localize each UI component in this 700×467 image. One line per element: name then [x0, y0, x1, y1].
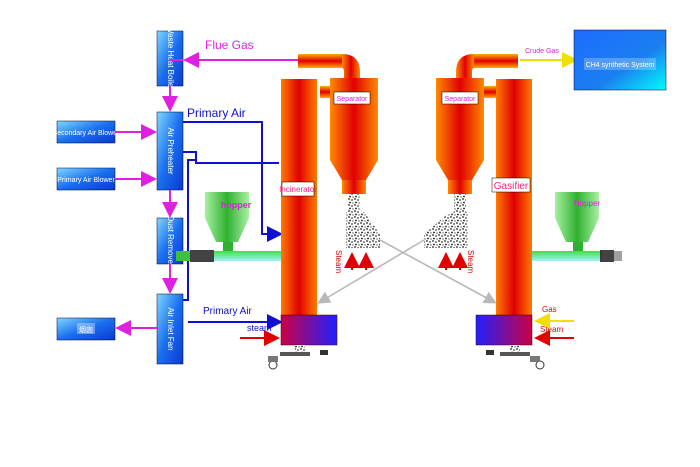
steam-left-vertical-label: Steam — [334, 250, 343, 273]
steam-right-vertical-label: Steam — [466, 250, 475, 273]
air-inlet-fan-label: Air Inlet Fan — [166, 307, 175, 350]
air-preheater-label: Air Preheater — [166, 127, 175, 174]
hopper-right-label: Hopper — [574, 199, 601, 208]
primary-air-top-label: Primary Air — [187, 106, 246, 120]
gasifier-reactor[interactable]: Gasifier — [475, 79, 533, 346]
steam-arrows-right — [438, 252, 574, 346]
air-preheater[interactable]: Air Preheater — [156, 111, 184, 191]
ch4-synthetic-system[interactable]: CH4 synthetic System — [573, 29, 667, 91]
left-granule-column — [346, 194, 380, 248]
primary-air-bottom-label: Primary Air — [203, 306, 253, 317]
secondary-air-blower-label: Secondary Air Blower — [53, 130, 121, 137]
crude-gas-label: Crude Gas — [525, 48, 559, 55]
air-inlet-fan[interactable]: Air Inlet Fan — [156, 293, 184, 365]
right-granule-column — [424, 194, 468, 248]
secondary-air-blower[interactable]: Secondary Air Blower — [53, 120, 121, 144]
blue-air-lines — [183, 121, 283, 330]
left-screw-feeder — [176, 250, 281, 262]
left-separator[interactable]: Separator — [320, 78, 378, 194]
primary-air-blower-label: Primary Air Blower — [57, 177, 115, 184]
gas-label: Gas — [542, 305, 557, 314]
right-separator[interactable]: Separator — [436, 78, 496, 194]
stack[interactable]: 烟囱 — [56, 317, 116, 341]
cross-circulation-lines — [317, 239, 497, 304]
waste-heat-boiler[interactable]: Waste Heat Boiler — [156, 26, 184, 91]
gasifier-label: Gasifier — [494, 181, 529, 192]
incinerator-ash-discharge — [268, 345, 328, 370]
flue-gas-label: Flue Gas — [205, 38, 254, 52]
incinerator-top-pipe — [298, 54, 360, 78]
hopper-left-label: hopper — [221, 200, 252, 210]
right-screw-feeder — [532, 250, 622, 262]
dust-remover-label: Dust Remover — [166, 215, 175, 266]
left-hopper[interactable]: hopper — [205, 192, 252, 252]
waste-heat-boiler-label: Waste Heat Boiler — [166, 26, 175, 91]
primary-air-blower[interactable]: Primary Air Blower — [56, 167, 115, 191]
gasifier-ash-discharge — [486, 345, 545, 370]
pink-flow-lines — [115, 52, 298, 336]
right-hopper[interactable]: Hopper — [555, 192, 600, 252]
ch4-system-label: CH4 synthetic System — [586, 62, 655, 69]
gasifier-top-pipe — [456, 54, 518, 78]
separator-left-label: Separator — [337, 96, 368, 103]
stack-label: 烟囱 — [79, 325, 93, 334]
incinerator-reactor[interactable]: Incinerator — [279, 79, 338, 346]
incinerator-label: Incinerator — [279, 185, 317, 194]
steam-right-bottom-label: Steam — [540, 325, 563, 334]
steam-arrows-left — [240, 252, 374, 346]
separator-right-label: Separator — [445, 96, 476, 103]
steam-left-bottom-label: steam — [247, 323, 272, 333]
